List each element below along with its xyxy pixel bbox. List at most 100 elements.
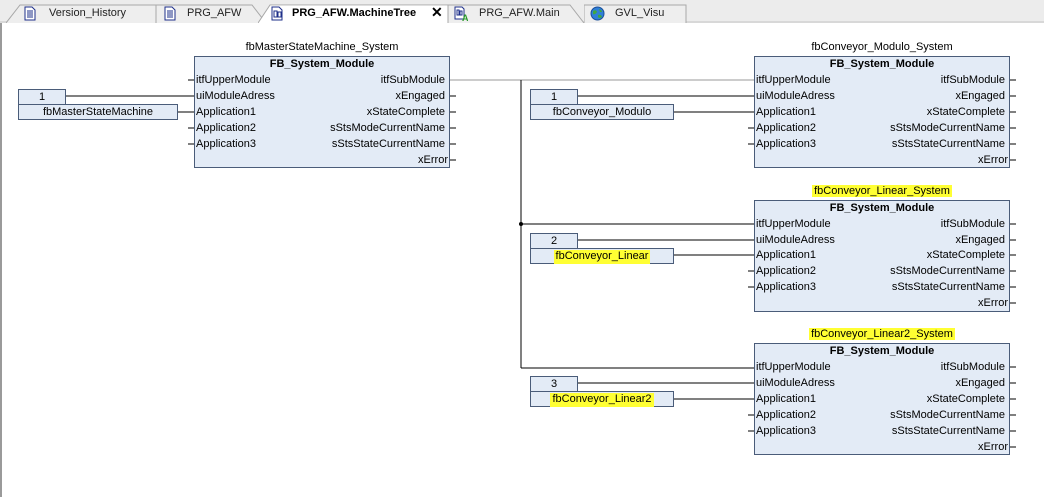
address-value: 1	[38, 91, 46, 103]
address-value: 2	[550, 235, 558, 247]
input-box-application-highlighted[interactable]: fbConveyor_Linear2	[530, 391, 674, 407]
input-pin-uimoduleadress[interactable]: uiModuleAdress	[756, 90, 835, 102]
input-pin-uimoduleadress[interactable]: uiModuleAdress	[756, 234, 835, 246]
action-icon: A	[454, 6, 469, 23]
address-value: 3	[550, 378, 558, 390]
input-pin-itfuppermodule[interactable]: itfUpperModule	[756, 361, 831, 373]
fb-block-master-state-machine[interactable]: FB_System_Module itfUpperModule uiModule…	[194, 56, 450, 168]
input-pin-application2[interactable]: Application2	[196, 122, 256, 134]
input-pin-itfuppermodule[interactable]: itfUpperModule	[196, 74, 271, 86]
output-pin-xerror[interactable]: xError	[978, 297, 1008, 309]
application-value: fbConveyor_Modulo	[552, 106, 652, 118]
input-pin-application3[interactable]: Application3	[756, 138, 816, 150]
output-pin-sstsstatecurrentname[interactable]: sStsStateCurrentName	[891, 281, 1005, 293]
instance-label: fbConveyor_Linear_System	[812, 185, 952, 197]
application-value: fbConveyor_Linear	[553, 250, 651, 262]
instance-label: fbConveyor_Modulo_System	[811, 41, 953, 53]
input-pin-application1[interactable]: Application1	[196, 106, 256, 118]
output-pin-xstatecomplete[interactable]: xStateComplete	[926, 106, 1005, 118]
input-box-address[interactable]: 2	[530, 233, 578, 249]
output-stubs	[1010, 79, 1016, 448]
output-pin-sstsmodecurrentname[interactable]: sStsModeCurrentName	[890, 265, 1005, 277]
tab-prg-afw[interactable]: PRG_AFW	[156, 4, 268, 23]
tab-version-history[interactable]: Version_History	[6, 4, 158, 23]
fb-instance-name-highlighted[interactable]: fbConveyor_Linear_System	[754, 185, 1010, 197]
input-box-application-highlighted[interactable]: fbConveyor_Linear	[530, 248, 674, 264]
fb-block-conveyor-linear2[interactable]: FB_System_Module itfUpperModule uiModule…	[754, 343, 1010, 455]
output-pin-sstsstatecurrentname[interactable]: sStsStateCurrentName	[891, 425, 1005, 437]
application-value: fbMasterStateMachine	[42, 106, 154, 118]
input-pin-application3[interactable]: Application3	[756, 425, 816, 437]
output-pin-sstsstatecurrentname[interactable]: sStsStateCurrentName	[331, 138, 445, 150]
application-value: fbConveyor_Linear2	[550, 393, 654, 405]
tab-gvl-visu[interactable]: GVL_Visu	[584, 4, 688, 23]
input-pin-uimoduleadress[interactable]: uiModuleAdress	[196, 90, 275, 102]
svg-text:A: A	[462, 13, 468, 21]
input-pin-application2[interactable]: Application2	[756, 265, 816, 277]
output-pin-xstatecomplete[interactable]: xStateComplete	[926, 249, 1005, 261]
tab-label: PRG_AFW	[187, 7, 242, 19]
output-pin-itfsubmodule[interactable]: itfSubModule	[940, 218, 1005, 230]
input-pin-itfuppermodule[interactable]: itfUpperModule	[756, 74, 831, 86]
instance-label: fbMasterStateMachine_System	[245, 41, 399, 53]
output-pin-xengaged[interactable]: xEngaged	[955, 377, 1005, 389]
output-pin-itfsubmodule[interactable]: itfSubModule	[940, 361, 1005, 373]
output-pin-itfsubmodule[interactable]: itfSubModule	[380, 74, 445, 86]
program-icon	[270, 6, 284, 21]
fb-instance-name[interactable]: fbConveyor_Modulo_System	[754, 41, 1010, 53]
input-pin-uimoduleadress[interactable]: uiModuleAdress	[756, 377, 835, 389]
input-pin-application2[interactable]: Application2	[756, 122, 816, 134]
input-pin-application3[interactable]: Application3	[196, 138, 256, 150]
input-box-application[interactable]: fbMasterStateMachine	[18, 104, 178, 120]
output-pin-xerror[interactable]: xError	[978, 154, 1008, 166]
tab-label: PRG_AFW.MachineTree	[292, 7, 417, 19]
tab-label: Version_History	[49, 7, 127, 19]
output-pin-sstsmodecurrentname[interactable]: sStsModeCurrentName	[330, 122, 445, 134]
tab-shape	[448, 4, 585, 23]
input-pin-application1[interactable]: Application1	[756, 106, 816, 118]
tab-label: PRG_AFW.Main	[479, 7, 560, 19]
output-pin-xstatecomplete[interactable]: xStateComplete	[366, 106, 445, 118]
input-box-address[interactable]: 1	[18, 89, 66, 105]
input-box-address[interactable]: 1	[530, 89, 578, 105]
fb-type-label: FB_System_Module	[829, 58, 935, 70]
output-pin-xerror[interactable]: xError	[978, 441, 1008, 453]
globe-icon	[590, 6, 605, 21]
fb-instance-name-highlighted[interactable]: fbConveyor_Linear2_System	[754, 328, 1010, 340]
fb-type-label: FB_System_Module	[829, 345, 935, 357]
input-pin-application2[interactable]: Application2	[756, 409, 816, 421]
output-pin-sstsstatecurrentname[interactable]: sStsStateCurrentName	[891, 138, 1005, 150]
input-pin-application1[interactable]: Application1	[756, 393, 816, 405]
input-pin-application1[interactable]: Application1	[756, 249, 816, 261]
output-pin-xengaged[interactable]: xEngaged	[955, 90, 1005, 102]
input-pin-itfuppermodule[interactable]: itfUpperModule	[756, 218, 831, 230]
tab-shape	[156, 4, 267, 23]
output-pin-sstsmodecurrentname[interactable]: sStsModeCurrentName	[890, 122, 1005, 134]
fb-type-label: FB_System_Module	[829, 202, 935, 214]
output-pin-xerror[interactable]: xError	[418, 154, 448, 166]
instance-label: fbConveyor_Linear2_System	[809, 328, 955, 340]
editor-tab-bar: Version_History PRG_AFW PRG_AFW.MachineT…	[0, 0, 1044, 23]
close-tab-icon[interactable]: ✕	[431, 4, 443, 20]
tab-shape	[584, 4, 687, 23]
output-pin-sstsmodecurrentname[interactable]: sStsModeCurrentName	[890, 409, 1005, 421]
output-pin-itfsubmodule[interactable]: itfSubModule	[940, 74, 1005, 86]
tab-prg-afw-machinetree[interactable]: PRG_AFW.MachineTree ✕	[258, 4, 450, 23]
fb-type-label: FB_System_Module	[269, 58, 375, 70]
input-pin-application3[interactable]: Application3	[756, 281, 816, 293]
fb-block-conveyor-linear[interactable]: FB_System_Module itfUpperModule uiModule…	[754, 200, 1010, 312]
document-icon	[163, 6, 177, 21]
document-icon	[23, 6, 37, 21]
tab-prg-afw-main[interactable]: A PRG_AFW.Main	[448, 4, 586, 23]
fb-block-conveyor-modulo[interactable]: FB_System_Module itfUpperModule uiModule…	[754, 56, 1010, 168]
tab-label: GVL_Visu	[615, 7, 665, 19]
output-pin-xstatecomplete[interactable]: xStateComplete	[926, 393, 1005, 405]
input-box-address[interactable]: 3	[530, 376, 578, 392]
output-pin-xengaged[interactable]: xEngaged	[395, 90, 445, 102]
address-value: 1	[550, 91, 558, 103]
input-box-application[interactable]: fbConveyor_Modulo	[530, 104, 674, 120]
fb-instance-name[interactable]: fbMasterStateMachine_System	[194, 41, 450, 53]
output-pin-xengaged[interactable]: xEngaged	[955, 234, 1005, 246]
